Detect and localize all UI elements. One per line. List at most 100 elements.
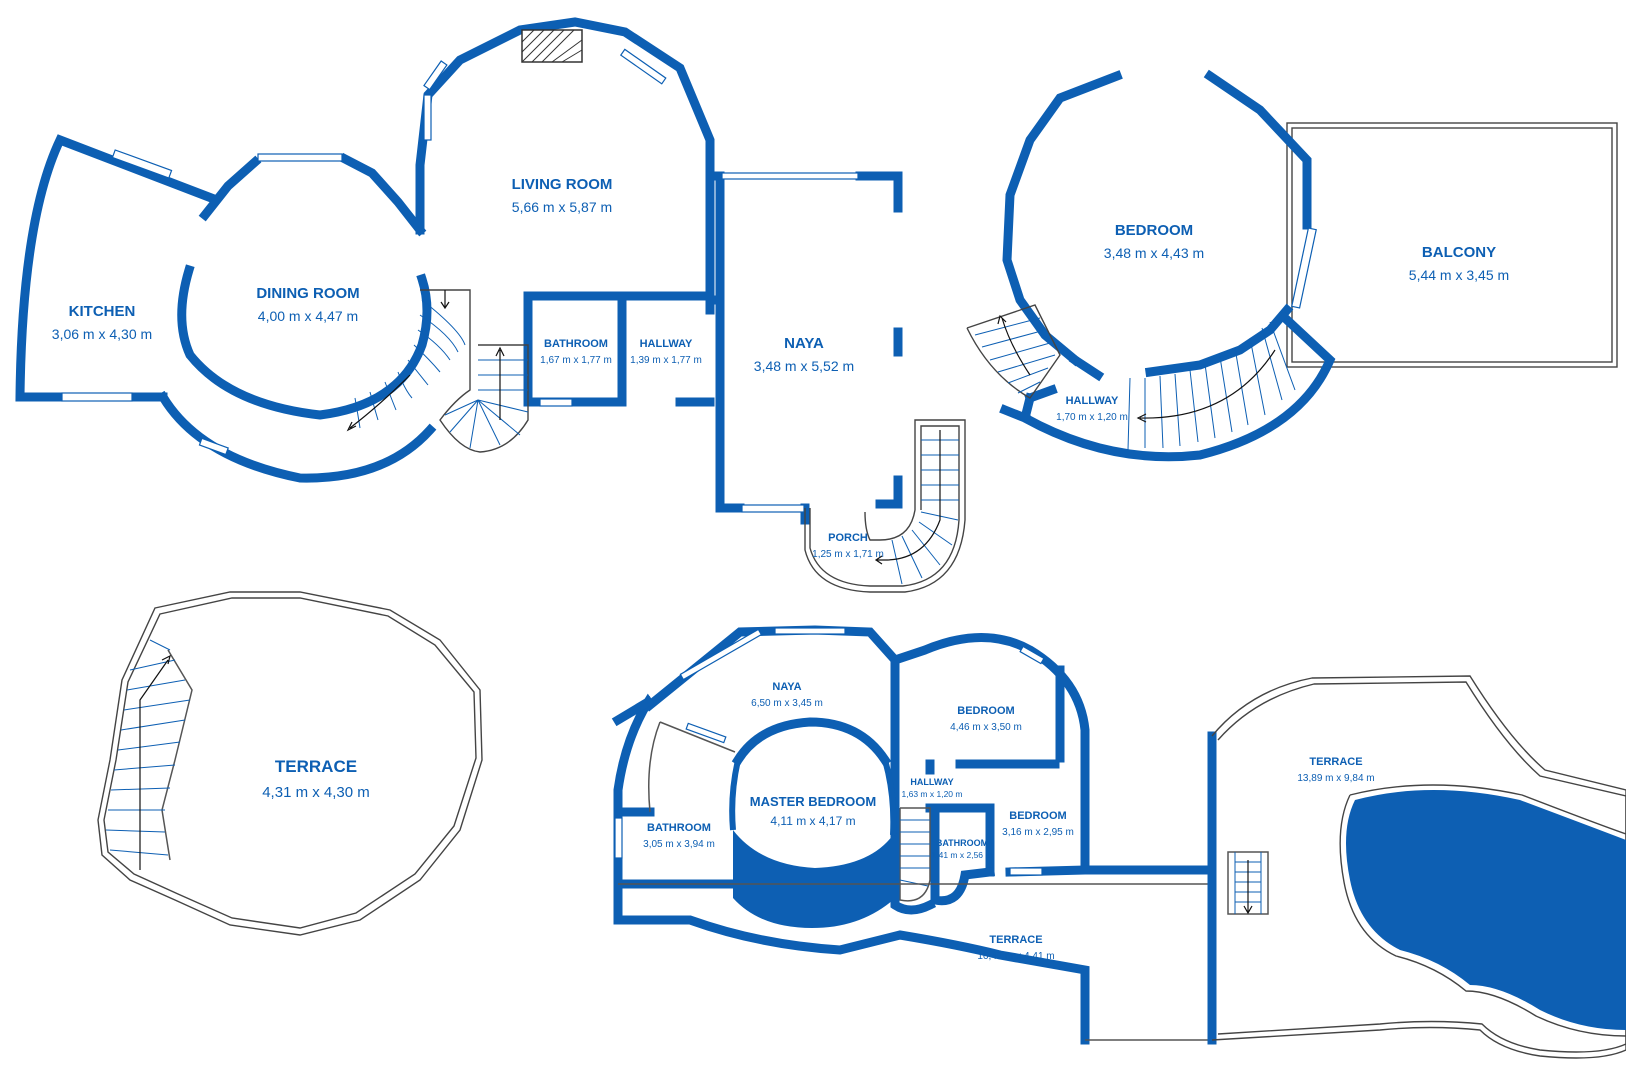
porch-dim: 1,25 m x 1,71 m bbox=[812, 549, 884, 560]
naya-2-dim: 6,50 m x 3,45 m bbox=[751, 698, 823, 709]
terrace-1-outline-inner bbox=[103, 597, 477, 929]
kitchen-dim: 3,06 m x 4,30 m bbox=[52, 326, 152, 342]
kitchen-name: KITCHEN bbox=[69, 303, 136, 320]
terrace-2-outline-inner bbox=[1217, 681, 1626, 1053]
hallway-1-name: HALLWAY bbox=[640, 338, 693, 350]
terrace-2-stair-arrow bbox=[1243, 860, 1253, 915]
balcony-outline bbox=[1286, 122, 1618, 368]
porch-outline bbox=[804, 419, 966, 593]
bathroom-1-name: BATHROOM bbox=[544, 338, 608, 350]
master-bedroom-wardrobe bbox=[733, 830, 893, 928]
master-bedroom-side-wall-right bbox=[882, 759, 897, 836]
dining-window-bottom bbox=[198, 437, 229, 456]
bedroom-1-walls-right bbox=[1144, 69, 1312, 378]
terrace-2-dim: 13,89 m x 9,84 m bbox=[1297, 773, 1374, 784]
ground-floor bbox=[15, 17, 966, 593]
pool-edge bbox=[1339, 784, 1626, 1037]
hallway-curved-stair bbox=[1127, 321, 1296, 451]
fireplace-hatch bbox=[521, 29, 583, 63]
living-room-walls bbox=[415, 17, 725, 305]
porch-stairs bbox=[891, 439, 959, 585]
bathroom-3-walls bbox=[930, 803, 996, 906]
porch-stair-arrow bbox=[874, 430, 941, 565]
terrace-1-plan bbox=[97, 591, 483, 936]
naya-2-name: NAYA bbox=[772, 681, 801, 693]
hallway-2-inner bbox=[1024, 353, 1105, 404]
hallway-3-dim: 1,63 m x 1,20 m bbox=[902, 789, 963, 799]
kitchen-window-bottom bbox=[61, 392, 133, 402]
dining-room-name: DINING ROOM bbox=[256, 285, 359, 302]
balcony-name: BALCONY bbox=[1422, 244, 1496, 261]
lower-floor-outer-wall bbox=[613, 625, 902, 889]
terrace-1-outline bbox=[97, 591, 483, 936]
master-bedroom-dim: 4,11 m x 4,17 m bbox=[770, 814, 855, 828]
kitchen-window-top bbox=[111, 149, 173, 179]
bedroom-2-dim: 4,46 m x 3,50 m bbox=[950, 722, 1022, 733]
lower-floor bbox=[611, 625, 1626, 1059]
dining-room-dim: 4,00 m x 4,47 m bbox=[258, 308, 358, 324]
living-window-top-left bbox=[423, 60, 448, 91]
room-labels: KITCHEN 3,06 m x 4,30 m DINING ROOM 4,00… bbox=[52, 176, 1509, 962]
master-bedroom-side-wall-left bbox=[729, 759, 741, 831]
bedroom-1-dim: 3,48 m x 4,43 m bbox=[1104, 245, 1204, 261]
living-window-right bbox=[619, 48, 667, 85]
master-bedroom-top-arc bbox=[731, 717, 892, 767]
hallway-1-dim: 1,39 m x 1,77 m bbox=[630, 355, 702, 366]
hallway-2-walls bbox=[999, 311, 1336, 462]
naya-1-dim: 3,48 m x 5,52 m bbox=[754, 358, 854, 374]
bathroom-3-name: BATHROOM bbox=[936, 838, 988, 848]
porch-name: PORCH bbox=[828, 532, 868, 544]
porch-outline-inner bbox=[809, 425, 960, 587]
hallway-2-name: HALLWAY bbox=[1066, 395, 1119, 407]
bathroom-2-inner-wall bbox=[648, 721, 736, 813]
naya-window-top bbox=[721, 172, 859, 180]
living-window-left bbox=[423, 94, 432, 141]
naya-window-bottom bbox=[741, 504, 805, 513]
terrace-3-dim: 16,47 m x 4,41 m bbox=[977, 951, 1054, 962]
bathroom-2-window bbox=[685, 722, 727, 744]
fireplace bbox=[521, 29, 583, 63]
spiral-stair-arrow bbox=[495, 346, 505, 420]
spiral-stair-treads bbox=[444, 359, 529, 449]
dining-room-walls bbox=[198, 152, 427, 237]
bedroom-stair-outline bbox=[966, 304, 1061, 399]
living-room-dim: 5,66 m x 5,87 m bbox=[512, 199, 612, 215]
terrace-1-name: TERRACE bbox=[275, 757, 357, 776]
bedroom-1-name: BEDROOM bbox=[1115, 222, 1193, 239]
naya-2-window-top-left bbox=[679, 628, 763, 681]
hallway-3-wall bbox=[890, 780, 937, 915]
bedroom-3-window bbox=[1009, 867, 1043, 876]
terrace-3-name: TERRACE bbox=[989, 934, 1042, 946]
bathroom-1-window bbox=[539, 398, 573, 407]
terrace-1-dim: 4,31 m x 4,30 m bbox=[262, 784, 370, 801]
spiral-stair-outline bbox=[420, 289, 529, 453]
dining-stair-arrow bbox=[346, 374, 411, 432]
bathroom-3-dim: 1,41 m x 2,56 m bbox=[932, 850, 993, 860]
upper-stair-arrow bbox=[440, 290, 450, 310]
bedroom-stair-treads bbox=[974, 317, 1056, 394]
pool bbox=[1346, 790, 1626, 1030]
bedroom-3-dim: 3,16 m x 2,95 m bbox=[1002, 827, 1074, 838]
naya-1-name: NAYA bbox=[784, 335, 824, 352]
hallway-stair-arrow bbox=[1136, 349, 1276, 423]
upper-floor bbox=[966, 69, 1618, 462]
balcony-outline-inner bbox=[1291, 127, 1613, 363]
hallway-3-name: HALLWAY bbox=[910, 777, 953, 787]
bedroom-2-window bbox=[1019, 645, 1045, 665]
hallway-3-stair-treads bbox=[899, 819, 930, 887]
bedroom-3-name: BEDROOM bbox=[1009, 810, 1066, 822]
bedroom-1-walls bbox=[1002, 70, 1123, 367]
bathroom-2-window-left bbox=[614, 817, 623, 859]
naya-2-window-top bbox=[774, 627, 846, 635]
terrace-3-outline bbox=[618, 883, 1214, 1041]
lower-floor-left-wall bbox=[611, 695, 655, 727]
dining-outer-arc bbox=[156, 390, 437, 483]
terrace-1-stair-inner-edge bbox=[161, 649, 193, 861]
dining-window-top bbox=[257, 153, 343, 162]
bedroom-2-inner-walls bbox=[925, 665, 1065, 775]
bedroom-stair-arrow bbox=[997, 314, 1031, 376]
terrace-2-name: TERRACE bbox=[1309, 756, 1362, 768]
terrace-2-outline bbox=[1211, 675, 1626, 1059]
master-bedroom-name: MASTER BEDROOM bbox=[750, 794, 876, 809]
